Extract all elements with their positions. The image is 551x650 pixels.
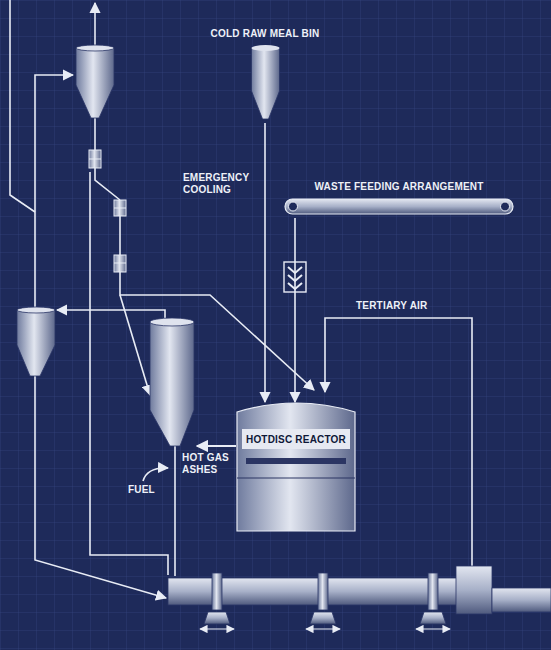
drawing-part: [35, 75, 73, 308]
drawing-part: [76, 45, 114, 51]
drawing-part: [416, 628, 450, 629]
drawing-part: [306, 628, 340, 629]
callout-label: TERTIARY AIR: [356, 300, 456, 312]
drawing-part: [114, 263, 126, 264]
callout-label: HOT GAS ASHES: [182, 452, 234, 476]
hot-gas-duct: [197, 445, 236, 447]
drawing-part: [89, 159, 101, 160]
conveyor-belt: [283, 196, 515, 218]
node-label: COLD RAW MEAL BIN: [207, 28, 324, 40]
flap-valve: [89, 150, 126, 272]
drawing-part: [114, 208, 126, 209]
top-cyclone: [76, 45, 114, 118]
drawing-part: [119, 216, 121, 255]
feed-line: [264, 123, 266, 402]
drawing-part: [200, 628, 234, 629]
drawing-part: [168, 578, 458, 605]
raw-meal-bin: COLD RAW MEAL BIN: [207, 28, 324, 123]
drawing-part: [150, 318, 194, 326]
waste-conveyor: WASTE FEEDING ARRANGEMENT: [283, 181, 515, 218]
drawing-part: [95, 168, 120, 200]
line-label: EMERGENCY COOLING: [183, 172, 261, 196]
calciner-cyclone: [150, 318, 194, 446]
pipe-lines: [10, 0, 472, 598]
drawing-part: [76, 48, 114, 118]
drawing-part: [94, 3, 96, 45]
left-cyclone: [17, 307, 55, 376]
drawing-part: [17, 310, 55, 376]
drawing-part: [114, 200, 126, 216]
drawing-part: [89, 150, 101, 168]
bin-top: [251, 45, 279, 51]
hotdisc-reactor: HOTDISC REACTOR: [236, 396, 356, 532]
reactor-shell: [237, 403, 355, 531]
pulley: [289, 202, 298, 211]
reactor-seam: [237, 478, 355, 479]
drawing-part: [318, 573, 328, 610]
drawing-part: [212, 573, 222, 610]
reactor-body: [236, 396, 356, 532]
drawing-part: [492, 588, 551, 612]
belt: [285, 199, 513, 214]
drawing-part: [35, 375, 166, 598]
feed-line: [294, 218, 296, 402]
node-label: WASTE FEEDING ARRANGEMENT: [283, 181, 515, 193]
node-label: HOTDISC REACTOR: [236, 434, 356, 446]
drawing-part: [143, 468, 168, 481]
drawing-part: [204, 612, 446, 624]
bin-shape: [207, 43, 324, 123]
rotary-kiln: [168, 566, 551, 624]
drawing-part: [114, 255, 126, 272]
drawing-part: [174, 446, 176, 576]
drawing-part: [17, 307, 55, 313]
drawing-part: [150, 322, 194, 446]
pulley: [501, 202, 510, 211]
callout-label: FUEL: [128, 484, 162, 496]
hot-disc: [246, 458, 346, 464]
bin-body: [251, 48, 279, 119]
drawing-part: [10, 0, 35, 212]
drawing-part: [456, 566, 492, 614]
kiln-support-arrows: [200, 628, 450, 629]
drawing-part: [94, 118, 96, 150]
drawing-part: [57, 310, 165, 320]
drawing-part: [428, 573, 438, 610]
